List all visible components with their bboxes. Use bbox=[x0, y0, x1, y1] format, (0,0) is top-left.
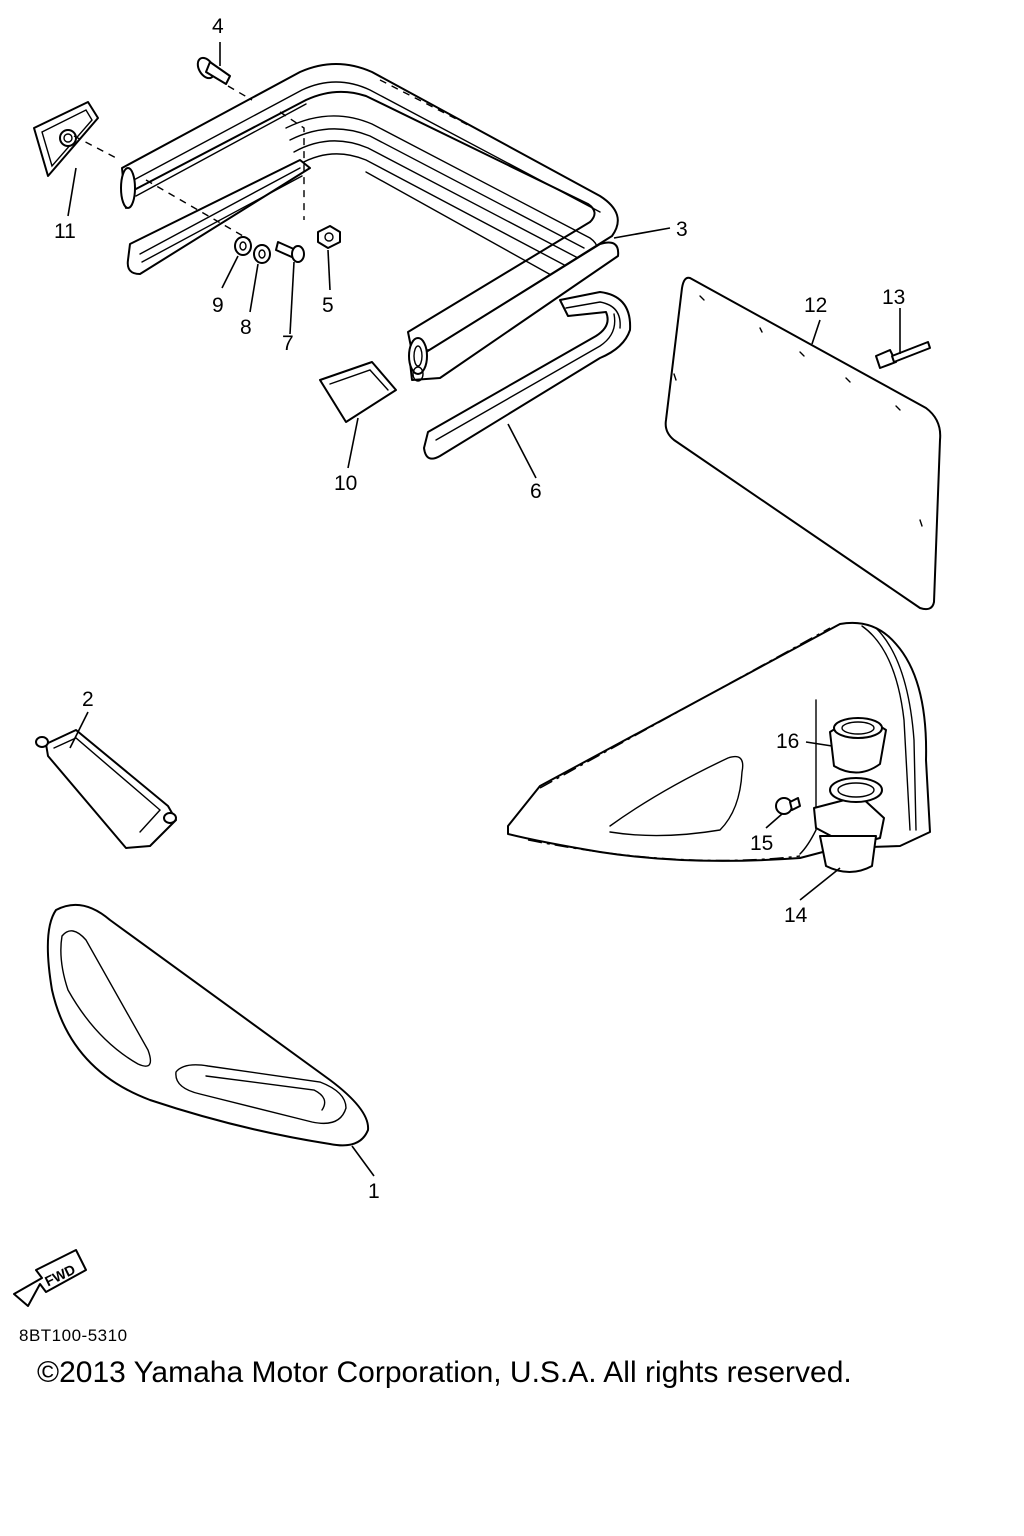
callout-9: 9 bbox=[212, 294, 224, 317]
callout-14: 14 bbox=[784, 904, 808, 927]
drawing-code: 8BT100-5310 bbox=[19, 1326, 128, 1345]
hatch-frame bbox=[120, 63, 620, 382]
lid-2 bbox=[35, 729, 177, 849]
callout-3: 3 bbox=[676, 218, 688, 241]
washer-9 bbox=[234, 236, 252, 256]
panel-12 bbox=[664, 276, 942, 611]
lower-seal bbox=[423, 291, 632, 460]
callout-15: 15 bbox=[750, 832, 773, 855]
cap-10 bbox=[319, 361, 397, 423]
callout-8: 8 bbox=[240, 316, 252, 339]
cover-1 bbox=[46, 903, 370, 1147]
callout-11: 11 bbox=[54, 220, 76, 243]
leader-lines bbox=[67, 42, 901, 1177]
callout-4: 4 bbox=[212, 15, 224, 38]
callout-13: 13 bbox=[882, 286, 905, 309]
screw-7 bbox=[275, 241, 305, 263]
bracket-11 bbox=[33, 101, 99, 177]
callout-7: 7 bbox=[282, 332, 294, 355]
callout-1: 1 bbox=[368, 1180, 380, 1203]
callout-5: 5 bbox=[322, 294, 334, 317]
rivet-13 bbox=[875, 341, 931, 369]
clip-15 bbox=[775, 797, 801, 815]
callout-12: 12 bbox=[804, 294, 827, 317]
callout-labels: 4 3 11 9 8 7 5 10 6 12 13 2 16 15 14 1 bbox=[54, 15, 905, 1203]
cup-16 bbox=[829, 717, 887, 774]
screw-4 bbox=[196, 56, 231, 85]
nut-5 bbox=[317, 225, 341, 249]
fwd-arrow-icon: FWD bbox=[13, 1249, 87, 1307]
copyright-notice: ©2013 Yamaha Motor Corporation, U.S.A. A… bbox=[37, 1356, 852, 1389]
washer-8 bbox=[253, 244, 271, 264]
callout-2: 2 bbox=[82, 688, 94, 711]
callout-16: 16 bbox=[776, 730, 799, 753]
cup-holder-14 bbox=[813, 777, 885, 873]
callout-6: 6 bbox=[530, 480, 542, 503]
hull-section bbox=[507, 621, 931, 862]
callout-10: 10 bbox=[334, 472, 357, 495]
